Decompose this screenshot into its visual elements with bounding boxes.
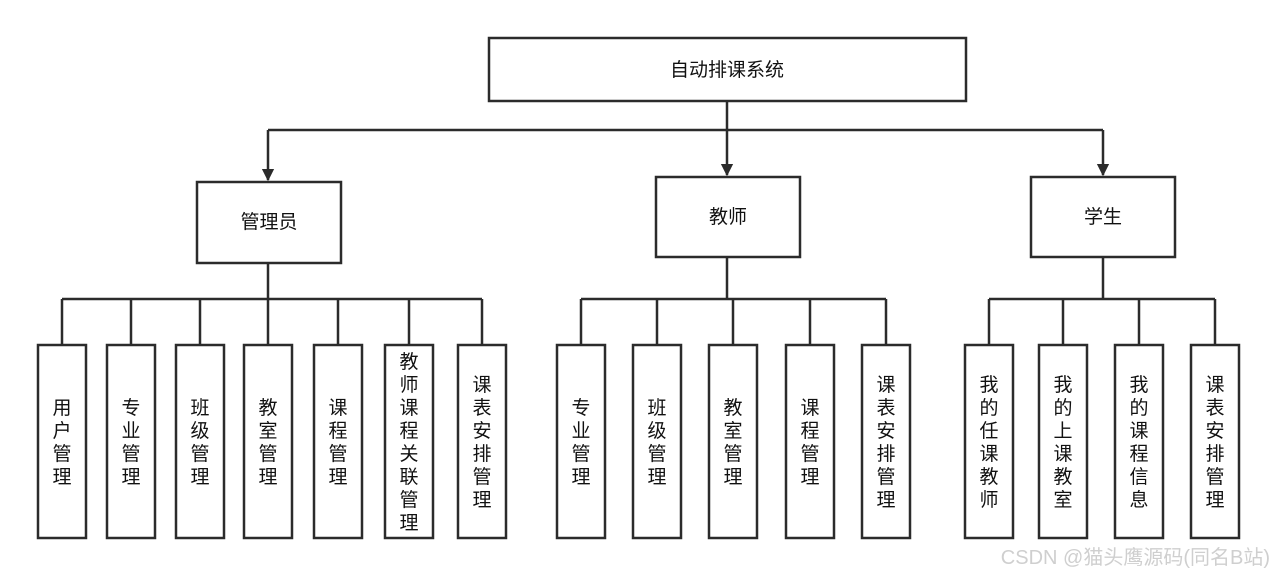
root-connectors — [261, 101, 1110, 182]
module-box — [1189, 343, 1241, 540]
module-label: 课程管理 — [800, 397, 819, 488]
module-box — [383, 343, 435, 540]
module-box — [555, 343, 607, 540]
module-node-teacher-0: 专业管理 — [555, 343, 607, 540]
teacher-connectors — [579, 257, 888, 345]
role-node-teacher: 教师 — [654, 175, 802, 259]
module-node-admin-5: 教师课程关联管理 — [383, 343, 435, 540]
module-label: 教师课程关联管理 — [399, 351, 418, 534]
module-box — [242, 343, 294, 540]
module-layer: 用户管理 专业管理 班级管理 教室管理 课程管理 教师课程关联管理 课表安排管理 专业管理 班级… — [36, 343, 1241, 540]
module-node-student-1: 我的上课教室 — [1037, 343, 1089, 540]
role-label-student: 学生 — [1084, 206, 1122, 228]
root-node: 自动排课系统 — [487, 36, 968, 103]
module-node-student-3: 课表安排管理 — [1189, 343, 1241, 540]
module-box — [456, 343, 508, 540]
module-box — [707, 343, 759, 540]
module-label: 教室管理 — [723, 397, 742, 488]
module-label: 课表安排管理 — [1205, 374, 1224, 511]
root-label: 自动排课系统 — [670, 59, 784, 81]
module-box — [1113, 343, 1165, 540]
student-connectors — [987, 257, 1217, 345]
module-label: 班级管理 — [190, 397, 209, 488]
module-node-admin-6: 课表安排管理 — [456, 343, 508, 540]
role-node-student: 学生 — [1029, 175, 1177, 259]
role-label-admin: 管理员 — [240, 211, 297, 233]
watermark: CSDN @猫头鹰源码(同名B站) — [1000, 547, 1270, 569]
module-node-student-0: 我的任课教师 — [963, 343, 1015, 540]
module-label: 用户管理 — [52, 397, 71, 488]
module-node-admin-1: 专业管理 — [105, 343, 157, 540]
module-box — [784, 343, 836, 540]
module-label: 我的任课教师 — [979, 374, 998, 511]
module-node-admin-0: 用户管理 — [36, 343, 88, 540]
module-label: 班级管理 — [647, 397, 666, 488]
module-label: 课表安排管理 — [472, 374, 491, 511]
role-label-teacher: 教师 — [709, 206, 747, 228]
module-box — [312, 343, 364, 540]
module-label: 专业管理 — [571, 397, 590, 488]
module-node-admin-3: 教室管理 — [242, 343, 294, 540]
module-node-admin-4: 课程管理 — [312, 343, 364, 540]
module-label: 课程管理 — [328, 397, 347, 488]
module-label: 我的课程信息 — [1129, 374, 1148, 511]
module-node-teacher-1: 班级管理 — [631, 343, 683, 540]
module-node-admin-2: 班级管理 — [174, 343, 226, 540]
module-box — [1037, 343, 1089, 540]
module-label: 课表安排管理 — [876, 374, 895, 511]
module-node-teacher-2: 教室管理 — [707, 343, 759, 540]
module-box — [174, 343, 226, 540]
module-box — [36, 343, 88, 540]
module-label: 教室管理 — [258, 397, 277, 488]
module-label: 我的上课教室 — [1053, 374, 1072, 511]
module-label: 专业管理 — [121, 397, 140, 488]
module-box — [631, 343, 683, 540]
module-node-teacher-3: 课程管理 — [784, 343, 836, 540]
module-node-student-2: 我的课程信息 — [1113, 343, 1165, 540]
module-box — [963, 343, 1015, 540]
module-box — [860, 343, 912, 540]
role-node-admin: 管理员 — [195, 180, 343, 265]
module-node-teacher-4: 课表安排管理 — [860, 343, 912, 540]
module-box — [105, 343, 157, 540]
admin-connectors — [60, 263, 484, 345]
